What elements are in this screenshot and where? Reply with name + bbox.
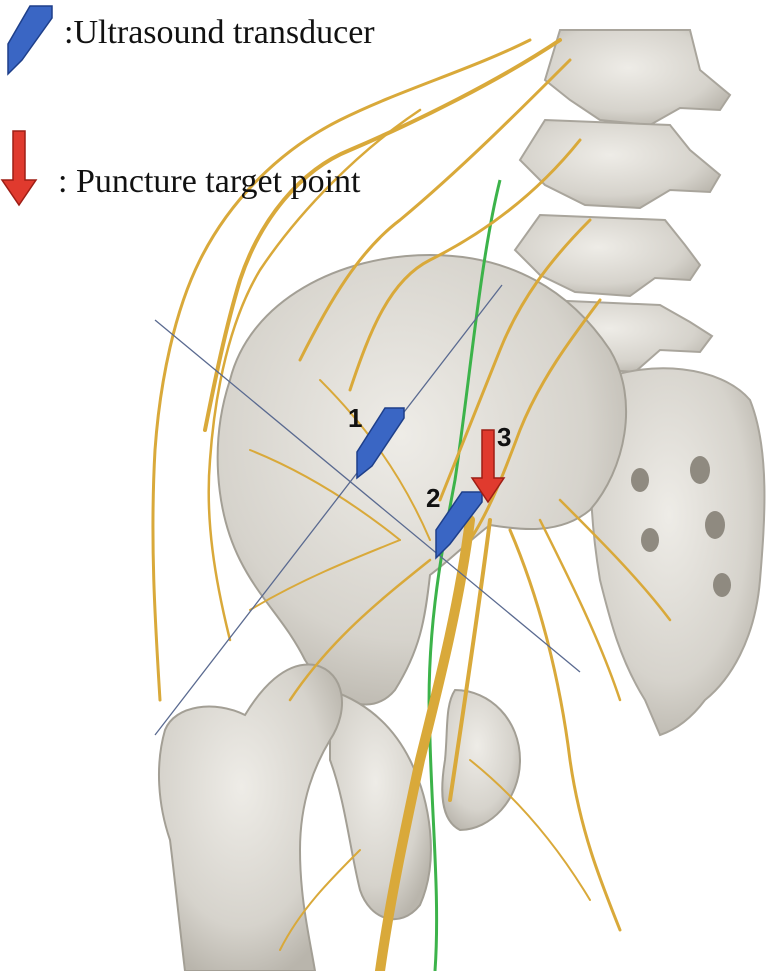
femur <box>158 663 343 972</box>
puncture-target-arrow-3 <box>470 429 506 504</box>
nerve-network <box>151 38 672 976</box>
ilium <box>216 253 628 706</box>
transducer-icon <box>7 5 53 76</box>
sacrum <box>589 367 766 737</box>
marker-number-3: 3 <box>497 422 511 452</box>
arrow-down-icon <box>0 130 38 207</box>
vessel <box>427 179 502 972</box>
marker-number-2: 2 <box>426 483 440 513</box>
pubis <box>441 688 522 832</box>
transducer-marker-1 <box>356 407 405 480</box>
ischium <box>329 688 432 921</box>
legend-target-label: : Puncture target point <box>58 163 361 200</box>
legend-transducer-label: :Ultrasound transducer <box>64 14 375 51</box>
scan-lines <box>154 284 581 736</box>
marker-number-1: 1 <box>348 403 362 433</box>
sacral-foramina <box>631 456 731 597</box>
